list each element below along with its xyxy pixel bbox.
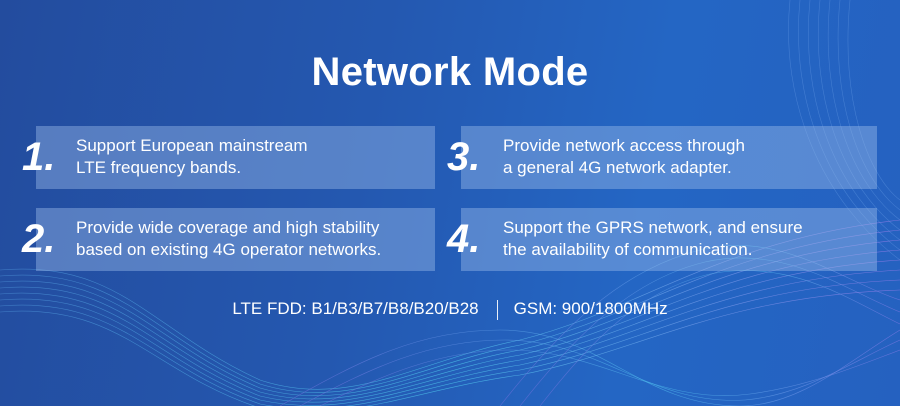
lte-bands: LTE FDD: B1/B3/B7/B8/B20/B28 [232, 299, 479, 318]
frequency-specs: LTE FDD: B1/B3/B7/B8/B20/B28 GSM: 900/180… [0, 299, 900, 320]
feature-card-3: 3. Provide network access through a gene… [447, 126, 877, 189]
feature-card-4: 4. Support the GPRS network, and ensure … [447, 208, 877, 271]
feature-line: based on existing 4G operator networks. [76, 240, 382, 259]
gsm-bands: GSM: 900/1800MHz [513, 299, 668, 318]
feature-number: 2. [22, 217, 56, 261]
feature-text: Support the GPRS network, and ensure the… [503, 217, 803, 261]
feature-text: Provide network access through a general… [503, 135, 745, 179]
feature-line: Provide network access through [503, 136, 745, 155]
feature-number: 3. [447, 135, 481, 179]
feature-number: 1. [22, 135, 56, 179]
feature-line: Provide wide coverage and high stability [76, 218, 380, 237]
feature-line: Support the GPRS network, and ensure [503, 218, 803, 237]
feature-line: the availability of communication. [503, 240, 753, 259]
divider [496, 299, 498, 320]
feature-text: Support European mainstream LTE frequenc… [76, 135, 308, 179]
feature-line: a general 4G network adapter. [503, 158, 732, 177]
feature-card-1: 1. Support European mainstream LTE frequ… [22, 126, 435, 189]
feature-number: 4. [447, 217, 481, 261]
feature-text: Provide wide coverage and high stability… [76, 217, 381, 261]
feature-line: LTE frequency bands. [76, 158, 242, 177]
page-title: Network Mode [311, 50, 589, 94]
feature-card-2: 2. Provide wide coverage and high stabil… [22, 208, 435, 271]
feature-line: Support European mainstream [76, 136, 308, 155]
